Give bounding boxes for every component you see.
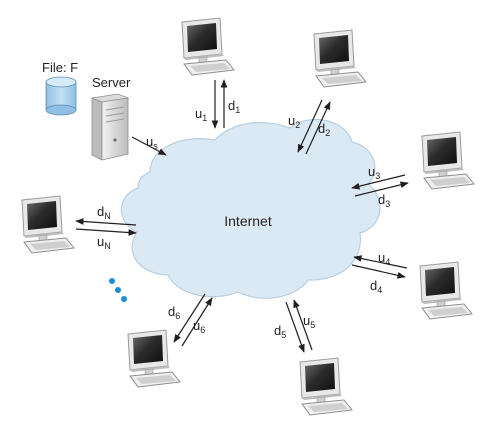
peer-2-computer-icon (313, 29, 367, 88)
peer-n-download-arrow (75, 218, 137, 226)
server-label: Server (92, 75, 131, 90)
server-icon (90, 93, 130, 161)
file-cylinder-icon (45, 76, 77, 116)
peer-6-computer-icon (127, 329, 181, 388)
peer-5-upload-arrow (293, 299, 313, 351)
peer-4-computer-icon (419, 261, 473, 320)
peer-3-upload-arrow (351, 174, 406, 190)
server-upload-label: us (146, 134, 158, 151)
peer-6-download-arrow (173, 293, 206, 343)
peer-n-computer-icon (21, 195, 75, 254)
peer-3-download-arrow (354, 181, 409, 197)
peer-3-download-label: d3 (378, 192, 390, 209)
peer-6-upload-arrow (181, 297, 213, 347)
peer-2-upload-arrow (305, 101, 331, 155)
peer-2-download-arrow (297, 99, 323, 153)
peer-3-upload-label: u3 (368, 164, 380, 181)
peer-5-download-arrow (285, 301, 305, 353)
peer-4-upload-label: u4 (378, 250, 390, 267)
peer-n-upload-arrow (75, 228, 137, 236)
more-peers-ellipsis (109, 278, 127, 302)
peer-5-upload-label: u5 (303, 313, 315, 330)
peer-4-download-arrow (351, 264, 406, 279)
peer-2-download-label: d2 (318, 121, 330, 138)
peer-4-upload-arrow (353, 255, 408, 269)
internet-label: Internet (224, 213, 272, 229)
server-upload-arrow (131, 136, 167, 156)
peer-n-upload-label: uN (97, 234, 111, 251)
file-label: File: F (42, 60, 78, 75)
peer-5-download-label: d5 (274, 323, 286, 340)
peer-n-download-label: dN (97, 204, 111, 221)
peer-6-upload-label: u6 (193, 318, 205, 335)
peer-5-computer-icon (299, 357, 353, 416)
internet-cloud (120, 118, 381, 299)
peer-4-download-label: d4 (370, 278, 382, 295)
peer-6-download-label: d6 (168, 304, 180, 321)
peer-1-upload-label: u1 (195, 106, 207, 123)
peer-2-upload-label: u2 (288, 113, 300, 130)
peer-1-computer-icon (181, 17, 235, 76)
peer-1-download-label: d1 (228, 98, 240, 115)
peer-3-computer-icon (421, 131, 475, 190)
